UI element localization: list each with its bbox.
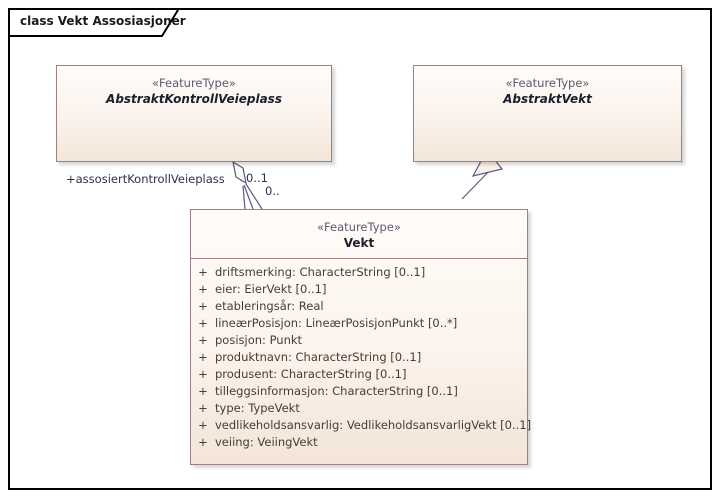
attribute-visibility: + <box>198 401 208 415</box>
frame-tab-shape-icon <box>10 10 179 37</box>
aggregation-line-b <box>245 183 263 210</box>
class-box-abstraktkontrollveieplass[interactable]: «FeatureType» AbstraktKontrollVeieplass <box>56 65 332 162</box>
attribute-row[interactable]: + produktnavn: CharacterString [0..1] <box>191 349 527 366</box>
attribute-row[interactable]: + driftsmerking: CharacterString [0..1] <box>191 264 527 281</box>
attribute-row[interactable]: + produsent: CharacterString [0..1] <box>191 366 527 383</box>
attribute-row[interactable]: + tilleggsinformasjon: CharacterString [0… <box>191 383 527 400</box>
aggregation-target-multiplicity: 0.. <box>265 184 280 198</box>
diagram-frame: class Vekt Assosiasjoner +assosiertKontr… <box>8 8 712 490</box>
attribute-row[interactable]: + etableringsår: Real <box>191 298 527 315</box>
attribute-signature: veiing: VeiingVekt <box>215 435 318 449</box>
compartment-divider <box>191 258 527 259</box>
attribute-compartment: + driftsmerking: CharacterString [0..1] + e… <box>191 259 531 459</box>
attribute-visibility: + <box>198 367 208 381</box>
attribute-visibility: + <box>198 333 208 347</box>
attribute-row[interactable]: + posisjon: Punkt <box>191 332 527 349</box>
attribute-signature: driftsmerking: CharacterString [0..1] <box>215 265 426 279</box>
attribute-row[interactable]: + lineærPosisjon: LineærPosisjonPunkt [0.… <box>191 315 527 332</box>
attribute-visibility: + <box>198 350 208 364</box>
attribute-signature: lineærPosisjon: LineærPosisjonPunkt [0..… <box>215 316 458 330</box>
attribute-signature: tilleggsinformasjon: CharacterString [0.… <box>215 384 458 398</box>
class-box-vekt[interactable]: «FeatureType» Vekt + driftsmerking: Chara… <box>190 209 531 465</box>
attribute-signature: etableringsår: Real <box>215 299 324 313</box>
attribute-visibility: + <box>198 299 208 313</box>
class-header: «FeatureType» Vekt <box>191 210 527 258</box>
aggregation-role-label: +assosiertKontrollVeieplass <box>66 172 225 186</box>
attribute-signature: produktnavn: CharacterString [0..1] <box>215 350 422 364</box>
attribute-signature: produsent: CharacterString [0..1] <box>215 367 407 381</box>
class-header: «FeatureType» AbstraktKontrollVeieplass <box>57 66 331 114</box>
class-stereotype: «FeatureType» <box>152 76 236 90</box>
diagram-title: class Vekt Assosiasjoner <box>20 14 186 28</box>
attribute-signature: vedlikeholdsansvarlig: Vedlikeholdsansva… <box>215 418 532 432</box>
aggregation-source-multiplicity: 0..1 <box>246 171 268 185</box>
attribute-visibility: + <box>198 435 208 449</box>
attribute-visibility: + <box>198 265 208 279</box>
class-name: AbstraktKontrollVeieplass <box>106 92 282 106</box>
attribute-visibility: + <box>198 316 208 330</box>
attribute-visibility: + <box>198 418 208 432</box>
attribute-signature: posisjon: Punkt <box>215 333 303 347</box>
attribute-row[interactable]: + eier: EierVekt [0..1] <box>191 281 527 298</box>
attribute-visibility: + <box>198 282 208 296</box>
aggregation-line-c <box>243 184 254 210</box>
aggregation-diamond-icon <box>232 160 247 185</box>
class-header: «FeatureType» AbstraktVekt <box>414 66 681 114</box>
class-name: Vekt <box>343 236 375 250</box>
attribute-signature: eier: EierVekt [0..1] <box>215 282 327 296</box>
aggregation-line-a <box>242 185 246 210</box>
attribute-visibility: + <box>198 384 208 398</box>
class-stereotype: «FeatureType» <box>317 220 401 234</box>
attribute-signature: type: TypeVekt <box>215 401 300 415</box>
attribute-row[interactable]: + vedlikeholdsansvarlig: Vedlikeholdsansv… <box>191 417 531 434</box>
class-stereotype: «FeatureType» <box>505 76 590 90</box>
attribute-row[interactable]: + type: TypeVekt <box>191 400 527 417</box>
class-name: AbstraktVekt <box>503 92 592 106</box>
generalization-line <box>461 162 498 200</box>
class-box-abstraktvekt[interactable]: «FeatureType» AbstraktVekt <box>413 65 682 162</box>
attribute-row[interactable]: + veiing: VeiingVekt <box>191 434 527 451</box>
